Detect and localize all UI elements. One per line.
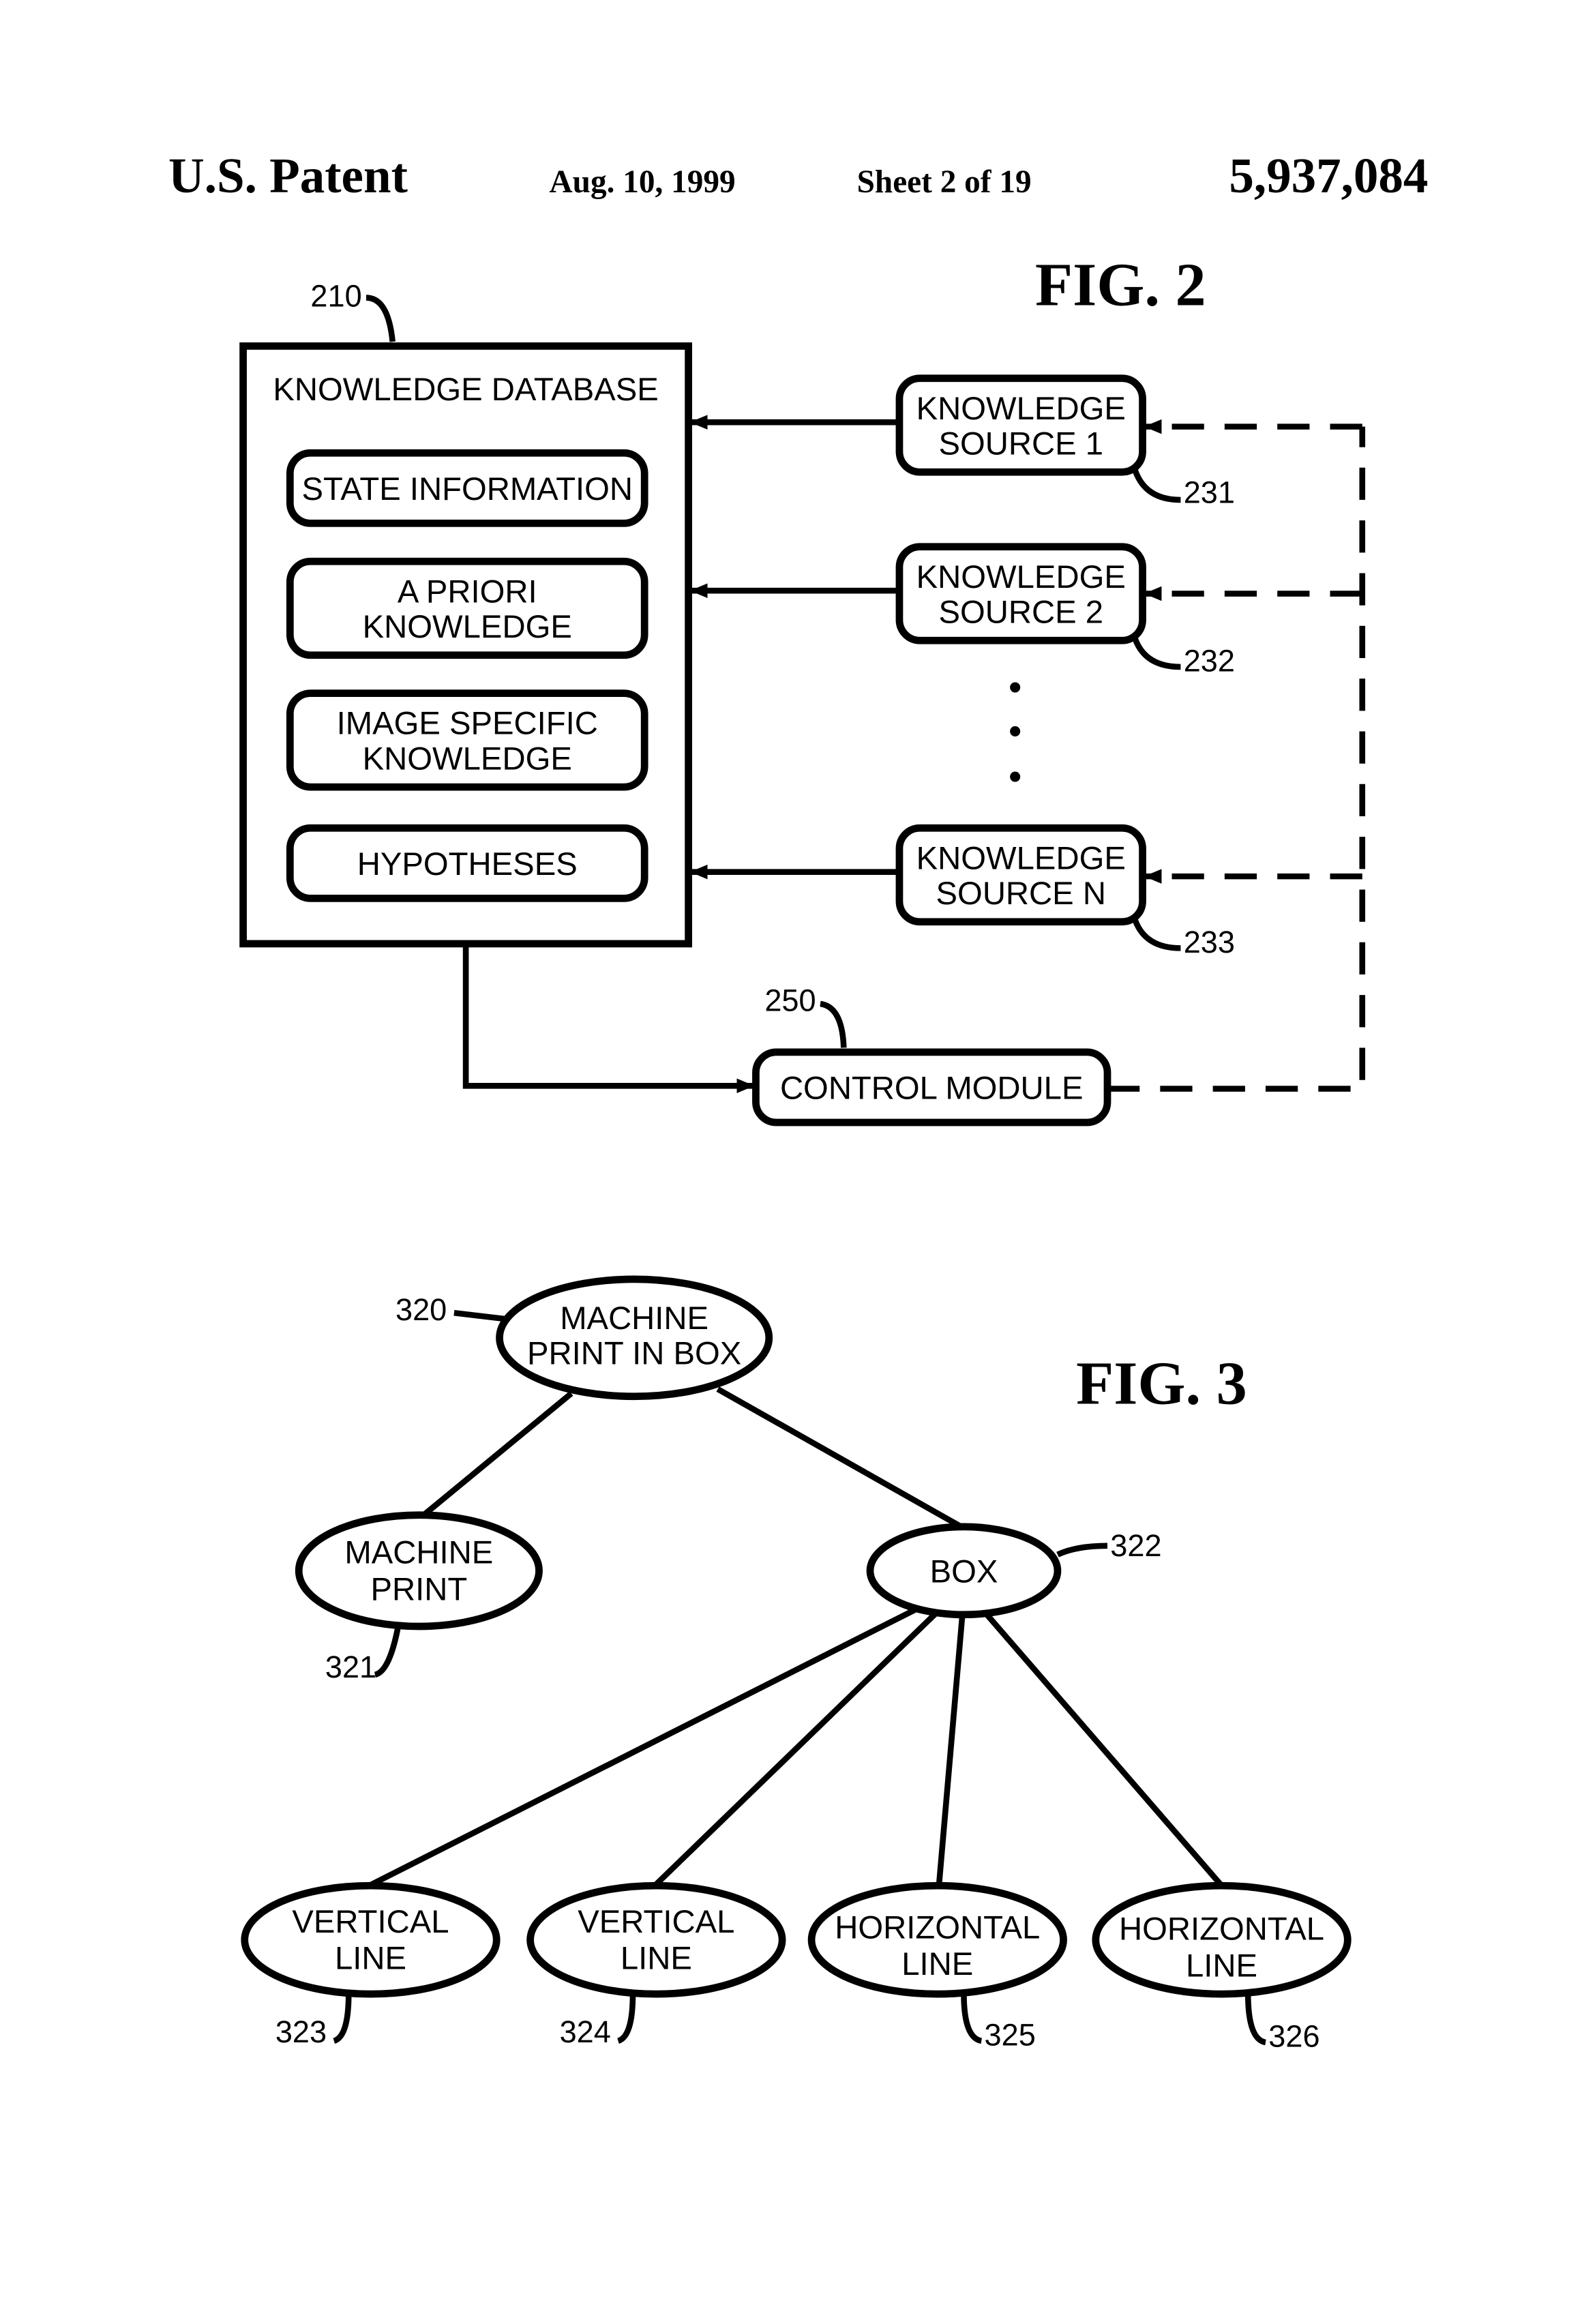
knowledge-database-title: KNOWLEDGE DATABASE [273, 372, 658, 408]
knowledge-source-2: KNOWLEDGE SOURCE 2 232 [899, 547, 1235, 679]
node-box: BOX [870, 1527, 1058, 1615]
edge-box-leaf-326 [985, 1611, 1222, 1886]
fig2-diagram: FIG. 2 210 KNOWLEDGE DATABASE STATE INFO… [243, 250, 1362, 1122]
knowledge-source-label: KNOWLEDGE [916, 840, 1126, 876]
leader-source-1 [1135, 471, 1181, 500]
database-item-a-priori-knowledge: A PRIORI KNOWLEDGE [290, 561, 644, 655]
node-machine-print: MACHINE PRINT [299, 1515, 539, 1626]
edge-root-box [718, 1389, 964, 1528]
database-item-label: KNOWLEDGE [363, 609, 572, 645]
node-label: LINE [335, 1941, 406, 1977]
sheet-number: Sheet 2 of 19 [857, 164, 1032, 200]
database-item-label: HYPOTHESES [357, 846, 578, 882]
ref-machine-print: 321 [325, 1650, 376, 1684]
leader-machine-print [375, 1625, 398, 1675]
database-item-hypotheses: HYPOTHESES [290, 828, 644, 898]
node-vertical-line-323: VERTICAL LINE [245, 1886, 496, 1994]
edge-root-machine-print [422, 1393, 571, 1516]
node-label: MACHINE [560, 1300, 708, 1337]
patent-number: 5,937,084 [1229, 148, 1428, 203]
knowledge-source-label: SOURCE N [936, 876, 1106, 912]
database-item-label: KNOWLEDGE [363, 741, 572, 777]
ref-source-1: 231 [1184, 475, 1235, 509]
node-label: LINE [901, 1946, 973, 1982]
knowledge-source-label: SOURCE 2 [938, 594, 1103, 630]
knowledge-source-label: SOURCE 1 [938, 426, 1103, 462]
node-label: MACHINE [344, 1535, 493, 1571]
ellipsis-dot [1010, 726, 1020, 736]
ref-leaf-324: 324 [560, 2014, 611, 2049]
node-label: VERTICAL [578, 1904, 734, 1940]
ref-leaf-323: 323 [275, 2014, 327, 2049]
leader-leaf-325 [964, 1994, 981, 2041]
ellipsis-dots [1010, 682, 1020, 781]
node-label: LINE [1186, 1948, 1257, 1984]
knowledge-source-1: KNOWLEDGE SOURCE 1 231 [899, 378, 1235, 510]
node-label: BOX [930, 1554, 998, 1590]
node-horizontal-line-325: HORIZONTAL LINE [811, 1886, 1063, 1994]
database-item-image-specific-knowledge: IMAGE SPECIFIC KNOWLEDGE [290, 694, 644, 787]
ref-leaf-325: 325 [985, 2017, 1036, 2052]
node-label: HORIZONTAL [1119, 1911, 1324, 1948]
leader-leaf-323 [334, 1994, 348, 2041]
knowledge-source-label: KNOWLEDGE [916, 559, 1126, 595]
ellipsis-dot [1010, 772, 1020, 782]
ref-database: 210 [310, 278, 361, 313]
knowledge-source-n: KNOWLEDGE SOURCE N 233 [899, 828, 1235, 959]
node-label: HORIZONTAL [835, 1910, 1040, 1946]
sheet-header: U.S. Patent Aug. 10, 1999 Sheet 2 of 19 … [168, 148, 1428, 203]
leader-leaf-324 [618, 1994, 633, 2041]
fig2-title: FIG. 2 [1035, 250, 1206, 318]
leader-database [366, 298, 393, 342]
node-horizontal-line-326: HORIZONTAL LINE [1096, 1886, 1347, 1994]
node-vertical-line-324: VERTICAL LINE [531, 1886, 782, 1994]
ref-root: 320 [395, 1292, 447, 1327]
node-label: LINE [621, 1941, 692, 1977]
ref-leaf-326: 326 [1268, 2018, 1319, 2053]
leader-root [454, 1313, 504, 1319]
fig3-diagram: FIG. 3 MACHINE PRINT IN BOX 320 MACHINE … [245, 1279, 1348, 2054]
database-item-label: IMAGE SPECIFIC [337, 706, 598, 742]
edge-box-leaf-323 [369, 1607, 920, 1886]
knowledge-source-label: KNOWLEDGE [916, 391, 1126, 427]
patent-office-label: U.S. Patent [168, 148, 408, 203]
edge-box-leaf-325 [939, 1615, 962, 1886]
control-module-label: CONTROL MODULE [780, 1071, 1084, 1107]
dashed-control-bus [1107, 427, 1362, 1089]
node-label: PRINT [370, 1571, 467, 1607]
arrow-database-to-control [466, 944, 753, 1086]
fig3-title: FIG. 3 [1076, 1349, 1247, 1417]
database-item-state-information: STATE INFORMATION [290, 453, 644, 523]
database-item-label: A PRIORI [398, 573, 537, 610]
ref-source-n: 233 [1184, 925, 1235, 959]
leader-control-module [820, 1004, 844, 1047]
node-label: PRINT IN BOX [527, 1335, 741, 1371]
database-item-label: STATE INFORMATION [301, 471, 633, 507]
node-label: VERTICAL [292, 1904, 449, 1940]
ref-source-2: 232 [1184, 643, 1235, 678]
leader-leaf-326 [1248, 1994, 1266, 2042]
node-machine-print-in-box: MACHINE PRINT IN BOX [500, 1279, 769, 1397]
leader-source-n [1135, 921, 1181, 949]
ellipsis-dot [1010, 682, 1020, 692]
leader-box [1058, 1546, 1107, 1555]
ref-control-module: 250 [764, 983, 816, 1018]
ref-box: 322 [1110, 1528, 1161, 1563]
leader-source-2 [1135, 639, 1181, 667]
patent-date: Aug. 10, 1999 [550, 164, 736, 200]
edge-box-leaf-324 [655, 1611, 938, 1886]
